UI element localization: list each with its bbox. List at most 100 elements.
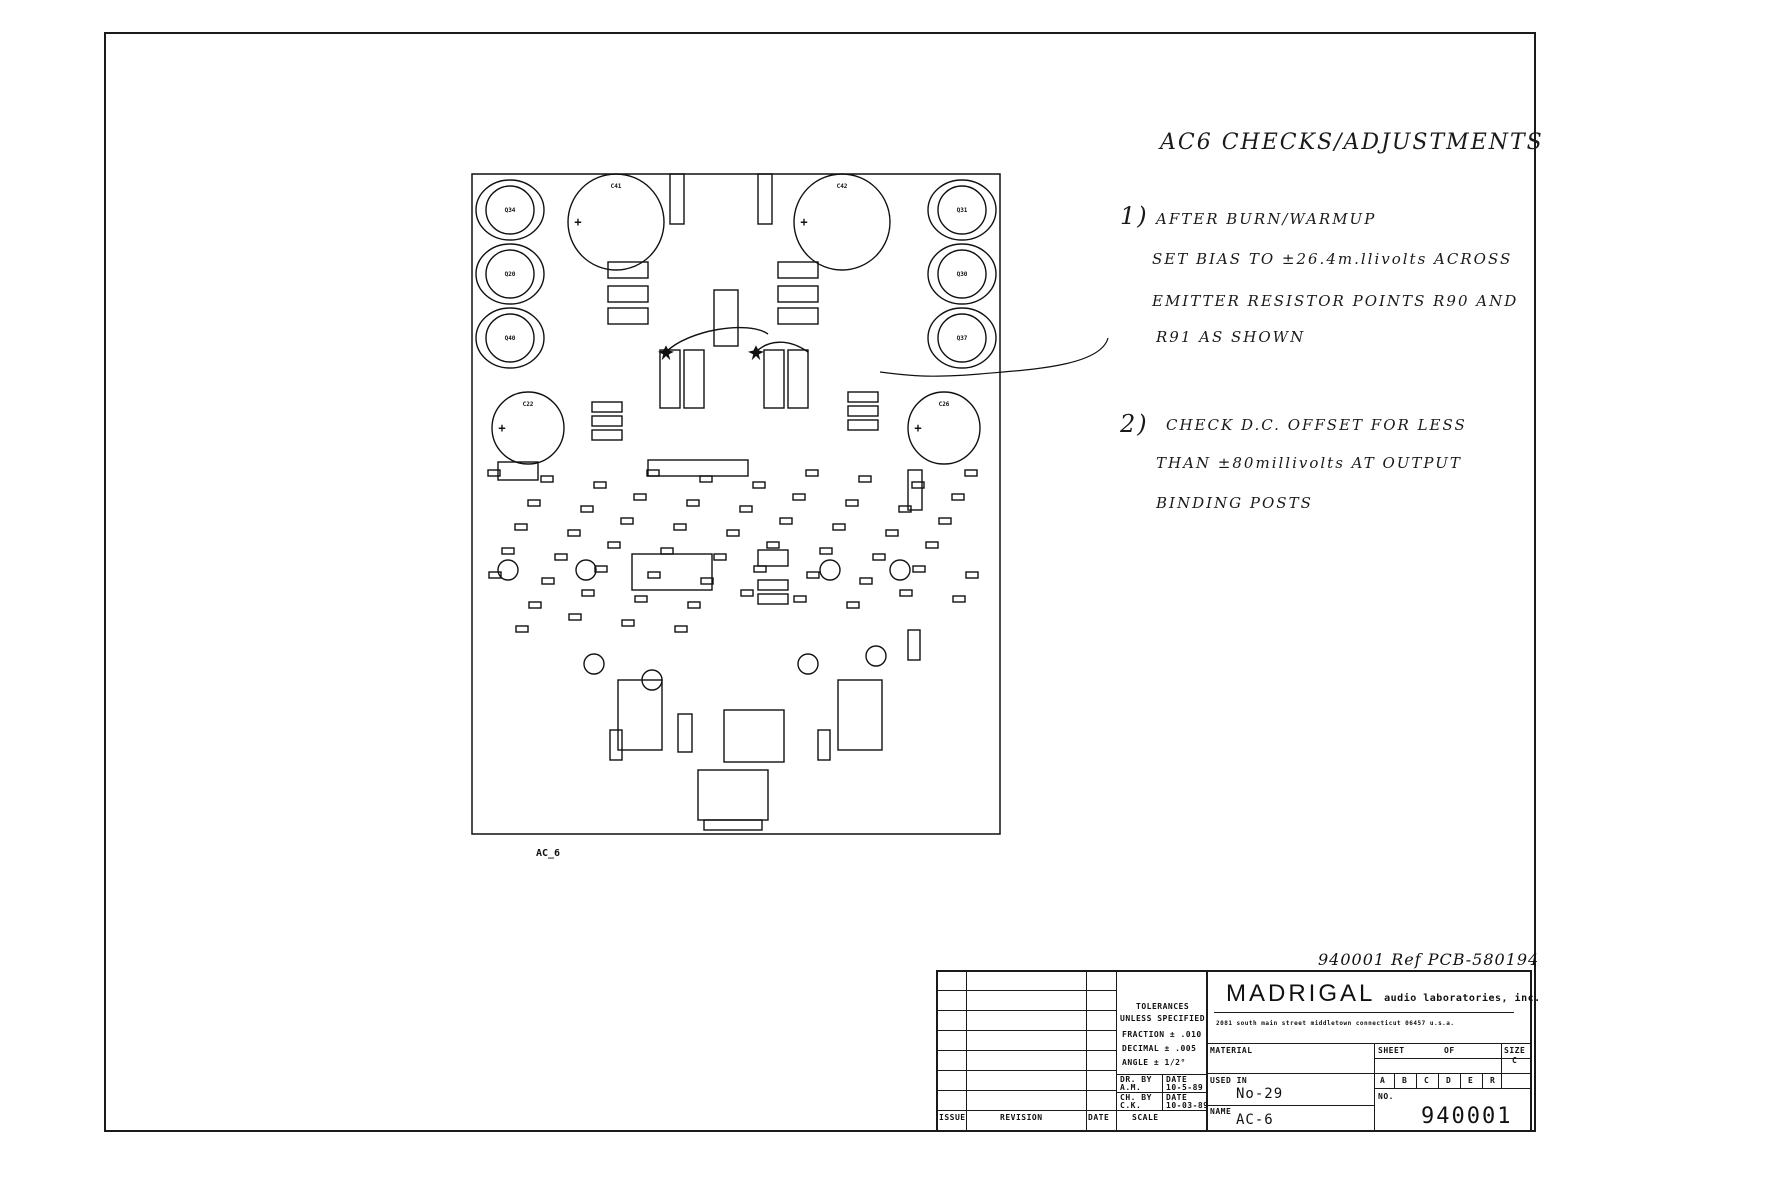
small-component <box>846 601 860 609</box>
small-transistor <box>889 559 911 581</box>
small-component <box>686 499 700 507</box>
rev-letter-a: A <box>1380 1076 1386 1085</box>
small-component <box>515 625 529 633</box>
component-outline <box>757 173 773 225</box>
component-outline <box>669 173 685 225</box>
small-component <box>965 571 979 579</box>
small-component <box>819 547 833 555</box>
small-component <box>699 475 713 483</box>
capacitor-label: C22 <box>523 401 534 408</box>
component-outline <box>757 549 789 567</box>
capacitor-label: C26 <box>939 401 950 408</box>
small-transistor <box>583 653 605 675</box>
company-address: 2081 south main street middletown connec… <box>1216 1020 1455 1027</box>
small-component <box>580 505 594 513</box>
ch-by-label: CH. BY <box>1120 1093 1152 1102</box>
capacitor-polarity: + <box>498 421 505 435</box>
component-outline <box>591 401 623 413</box>
power-transistor-body <box>937 313 987 363</box>
small-component <box>540 475 554 483</box>
revision-label: REVISION <box>1000 1113 1043 1122</box>
small-component <box>898 505 912 513</box>
capacitor-outline <box>907 391 981 465</box>
power-transistor-outline <box>927 179 997 241</box>
capacitor-label: C42 <box>837 183 848 190</box>
dr-date-label: DATE <box>1166 1075 1188 1084</box>
step1-line1: AFTER BURN/WARMUP <box>1156 210 1377 228</box>
rev-letter-b: B <box>1402 1076 1408 1085</box>
small-component <box>752 481 766 489</box>
component-outline <box>723 709 785 763</box>
used-in-value: No-29 <box>1236 1086 1284 1102</box>
small-component <box>911 481 925 489</box>
power-transistor-body <box>937 249 987 299</box>
small-component <box>726 529 740 537</box>
small-component <box>514 523 528 531</box>
step2-number: 2) <box>1120 410 1149 438</box>
small-component <box>646 469 660 477</box>
title-block: TOLERANCES UNLESS SPECIFIED FRACTION ± .… <box>936 970 1540 1132</box>
notes-title: AC6 CHECKS/ADJUSTMENTS <box>1160 130 1544 155</box>
small-transistor <box>797 653 819 675</box>
small-component <box>739 505 753 513</box>
step1-line3: EMITTER RESISTOR POINTS R90 AND <box>1152 292 1519 310</box>
small-component <box>528 601 542 609</box>
fraction-tolerance: FRACTION ± .010 <box>1122 1030 1202 1039</box>
step1-number: 1) <box>1120 202 1149 230</box>
name-label: NAME <box>1210 1107 1232 1116</box>
ch-date-value: 10-03-89 <box>1166 1101 1209 1110</box>
small-component <box>951 493 965 501</box>
bias-arrow <box>755 341 809 353</box>
small-component <box>567 529 581 537</box>
small-component <box>527 499 541 507</box>
drawing-number: 940001 <box>1421 1104 1513 1129</box>
small-component <box>872 553 886 561</box>
power-transistor-body <box>485 249 535 299</box>
component-outline <box>847 405 879 417</box>
capacitor-polarity: + <box>800 215 807 229</box>
small-component <box>952 595 966 603</box>
small-component <box>501 547 515 555</box>
component-outline <box>847 419 879 431</box>
bias-test-point <box>657 345 675 361</box>
tolerances-heading: TOLERANCES <box>1136 1002 1190 1011</box>
small-transistor <box>575 559 597 581</box>
small-component <box>832 523 846 531</box>
company-name-text: MADRIGAL <box>1226 980 1375 1007</box>
issue-label: ISSUE <box>939 1113 966 1122</box>
component-outline <box>607 307 649 325</box>
rev-letter-d: D <box>1446 1076 1452 1085</box>
power-transistor-outline <box>927 307 997 369</box>
power-transistor-body <box>485 313 535 363</box>
power-transistor-body <box>937 185 987 235</box>
small-component <box>858 475 872 483</box>
small-component <box>793 595 807 603</box>
small-component <box>687 601 701 609</box>
small-component <box>621 619 635 627</box>
small-component <box>607 541 621 549</box>
component-outline <box>609 729 623 761</box>
small-component <box>779 517 793 525</box>
size-value: C <box>1512 1056 1518 1065</box>
reference-note: 940001 Ref PCB-580194 <box>1318 950 1540 969</box>
small-component <box>541 577 555 585</box>
bias-callout-leader <box>879 337 1109 377</box>
component-outline <box>777 261 819 279</box>
component-outline <box>683 349 705 409</box>
angle-tolerance: ANGLE ± 1/2° <box>1122 1058 1186 1067</box>
component-outline <box>607 285 649 303</box>
component-outline <box>497 461 539 481</box>
component-outline <box>847 391 879 403</box>
power-transistor-label: Q30 <box>957 271 968 278</box>
small-component <box>885 529 899 537</box>
material-label: MATERIAL <box>1210 1046 1253 1055</box>
power-transistor-label: Q40 <box>505 335 516 342</box>
scale-label: SCALE <box>1132 1113 1159 1122</box>
component-outline <box>591 429 623 441</box>
power-transistor-outline <box>475 243 545 305</box>
small-component <box>938 517 952 525</box>
small-transistor <box>497 559 519 581</box>
small-component <box>593 481 607 489</box>
small-component <box>859 577 873 585</box>
